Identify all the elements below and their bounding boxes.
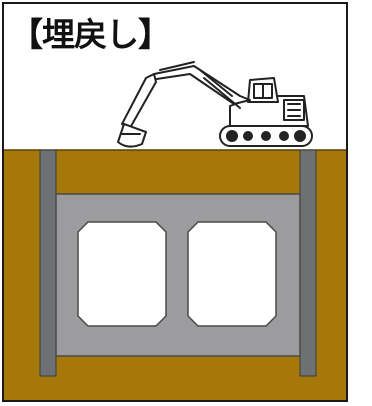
backfill-scene [4, 61, 346, 400]
sheet-pile-left [39, 149, 57, 377]
culvert-cell-right [187, 221, 277, 327]
excavator-icon [117, 61, 313, 148]
culvert-cell-left [77, 221, 167, 327]
diagram-title: 【埋戻し】 [10, 15, 171, 54]
diagram-frame: 【埋戻し】 [2, 2, 348, 402]
sheet-pile-right [299, 149, 317, 377]
